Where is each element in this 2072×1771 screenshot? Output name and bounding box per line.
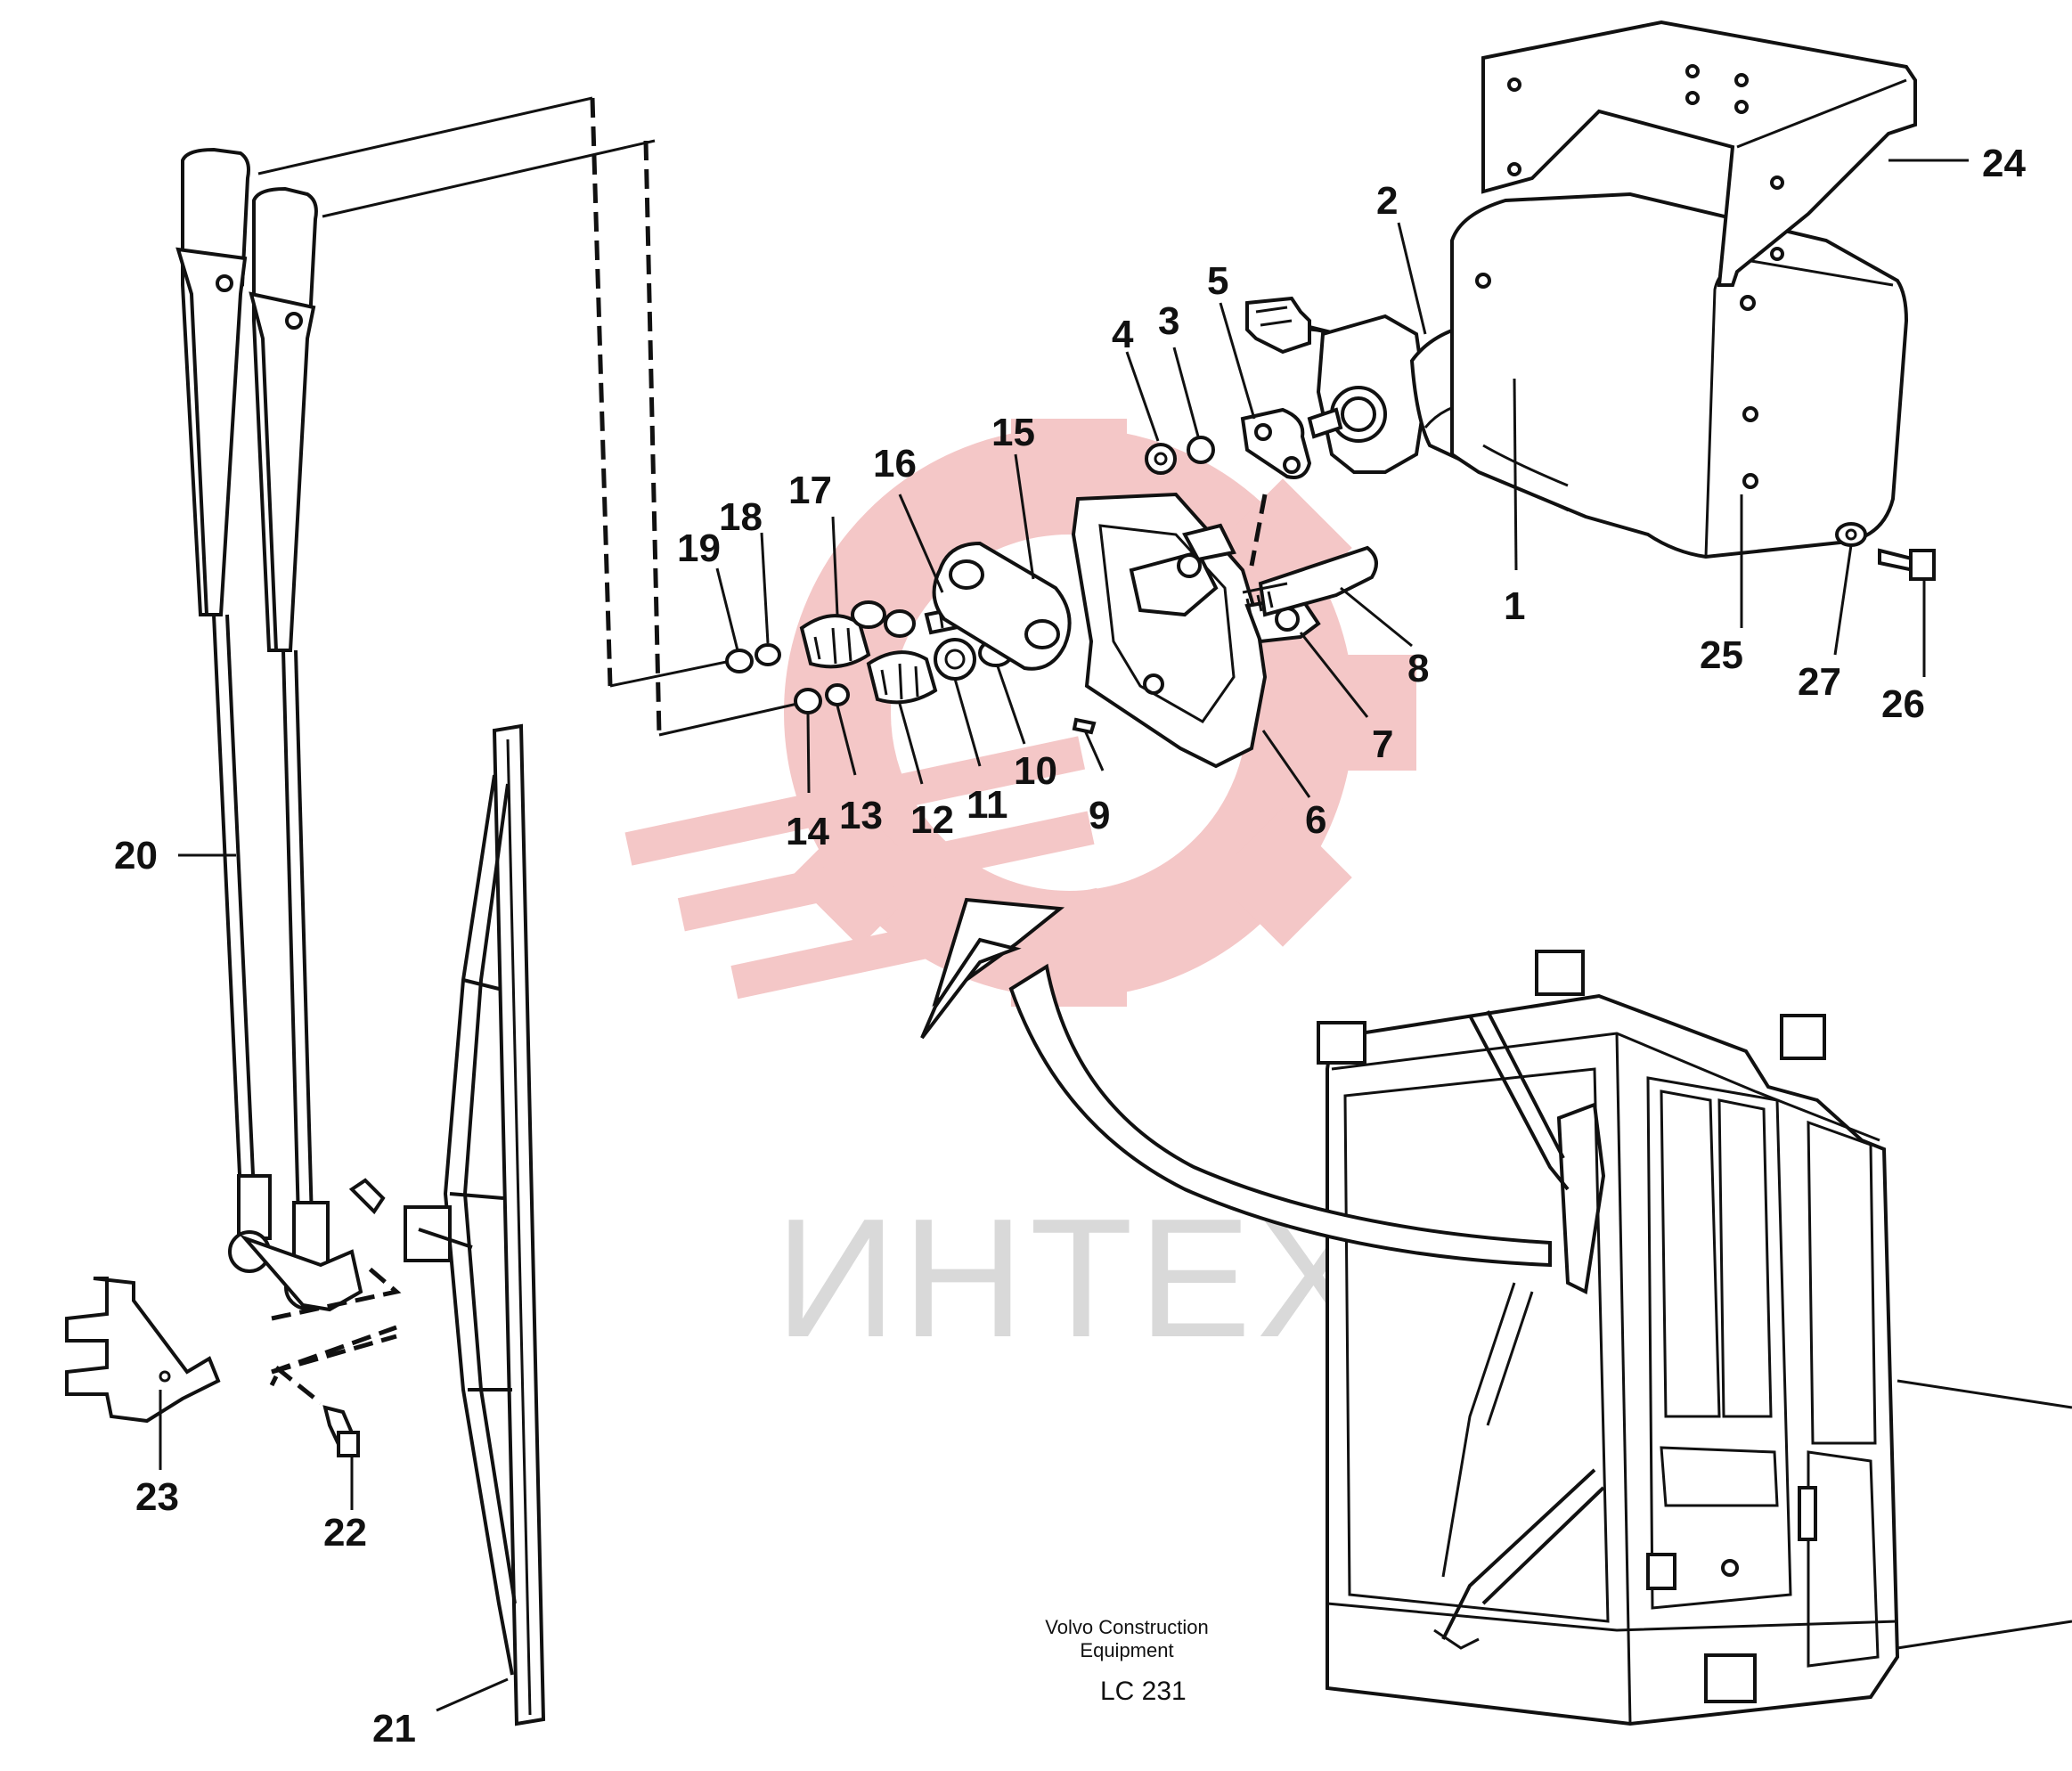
- cab-illustration: [1317, 950, 2072, 1726]
- callout-16: 16: [873, 442, 917, 486]
- drawing-credit: Volvo Construction Equipment LC 231: [1045, 1616, 1208, 1706]
- drawing-code: LC 231: [1100, 1677, 1187, 1706]
- callout-27: 27: [1798, 660, 1841, 704]
- callout-5: 5: [1207, 259, 1228, 303]
- motor-cover: [1450, 192, 1909, 559]
- callout-17: 17: [788, 469, 832, 512]
- callouts: 1 2 3 4 5 6 7 8 9 10 11 12 13 14 15 16 1…: [114, 142, 2026, 1751]
- callout-20: 20: [114, 834, 158, 877]
- credit-line-2: Equipment: [1080, 1639, 1173, 1661]
- credit-line-1: Volvo Construction: [1045, 1616, 1208, 1638]
- callout-26: 26: [1881, 682, 1925, 726]
- callout-10: 10: [1014, 749, 1057, 793]
- callout-11: 11: [967, 783, 1008, 827]
- cover-bracket: [1481, 20, 1917, 287]
- callout-18: 18: [719, 495, 763, 539]
- callout-9: 9: [1089, 794, 1110, 837]
- callout-24: 24: [1982, 142, 2026, 185]
- leader-lines: [159, 159, 1969, 1712]
- mounting-bolt: [322, 1178, 386, 1457]
- linkage-parts: [725, 492, 1378, 769]
- locator-arrow: [920, 897, 1552, 1268]
- assembly-lines: [257, 96, 1355, 1405]
- callout-25: 25: [1700, 633, 1743, 677]
- callout-19: 19: [677, 526, 721, 570]
- callout-2: 2: [1376, 179, 1398, 223]
- callout-13: 13: [839, 794, 883, 837]
- callout-7: 7: [1372, 722, 1393, 766]
- callout-23: 23: [135, 1475, 179, 1519]
- motor-nuts-and-bracket: [1145, 407, 1312, 479]
- callout-14: 14: [786, 810, 829, 853]
- wiper-arm-assembly: [175, 147, 363, 1312]
- cover-screw-and-washer: [1835, 522, 1936, 581]
- callout-8: 8: [1407, 647, 1429, 690]
- wiper-blade: [404, 723, 546, 1726]
- callout-3: 3: [1158, 299, 1179, 343]
- callout-15: 15: [991, 411, 1035, 454]
- wiper-bracket: [65, 1277, 221, 1424]
- callout-21: 21: [372, 1707, 416, 1751]
- callout-22: 22: [323, 1511, 367, 1555]
- callout-1: 1: [1504, 584, 1525, 628]
- callout-12: 12: [910, 798, 954, 842]
- callout-6: 6: [1305, 798, 1326, 842]
- callout-4: 4: [1112, 313, 1134, 356]
